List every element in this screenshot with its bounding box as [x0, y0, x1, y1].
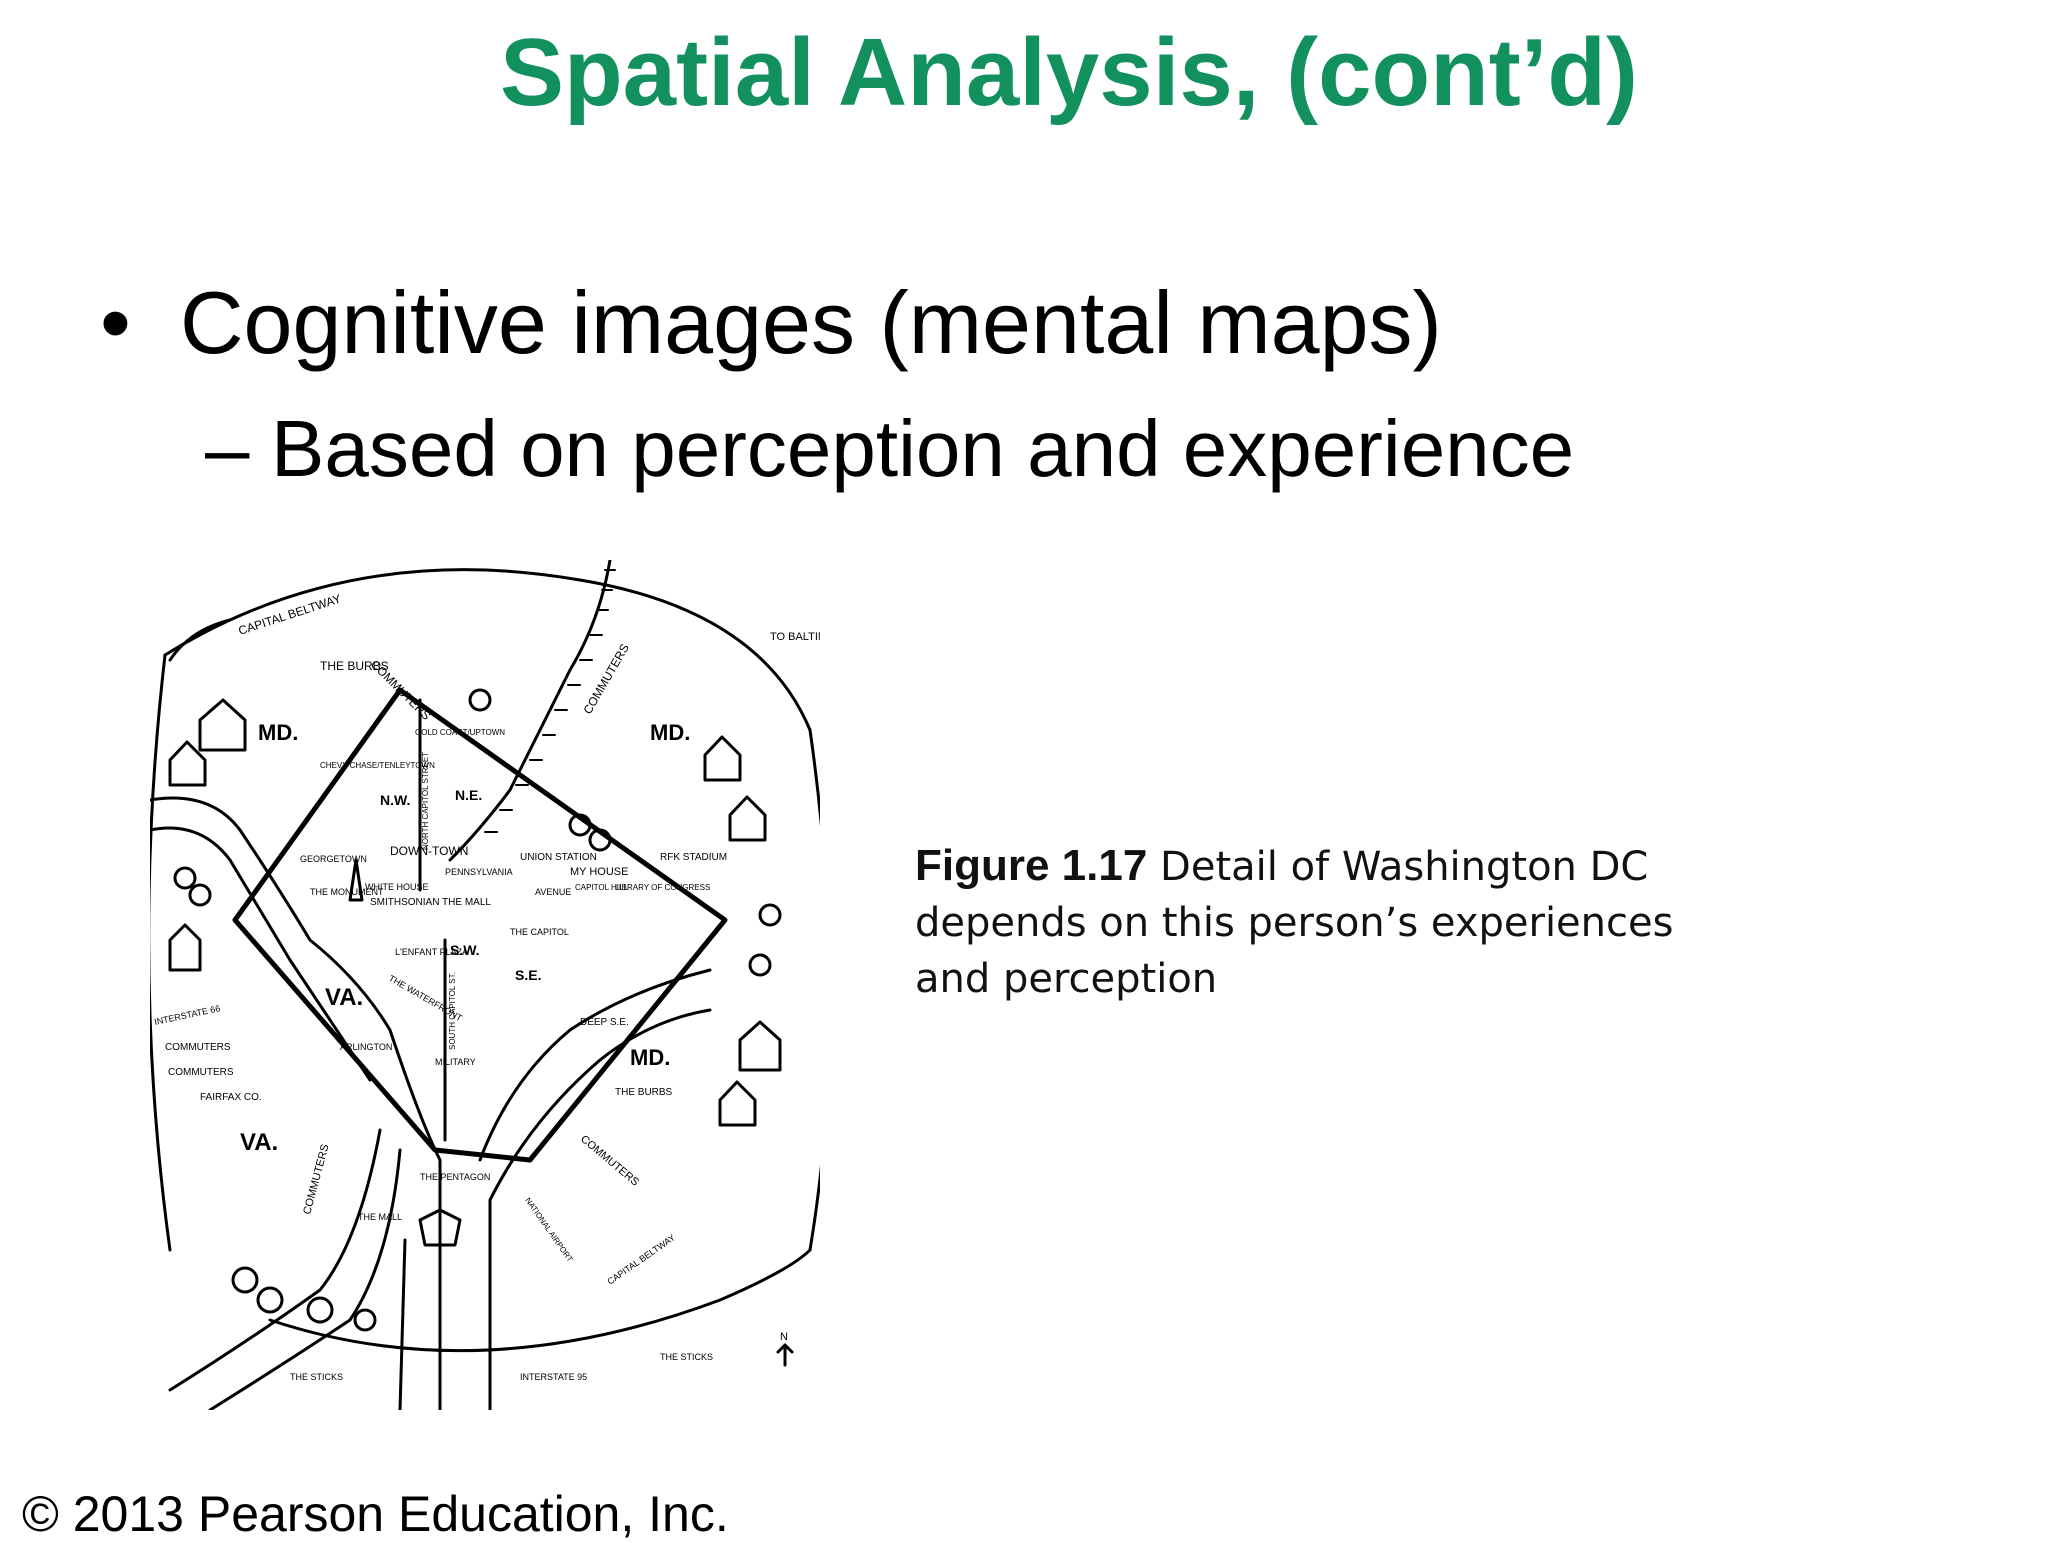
- label-lenfant-plaza: L'ENFANT PLAZA: [395, 947, 468, 957]
- label-the-pentagon: THE PENTAGON: [420, 1172, 490, 1182]
- bullet-marker: •: [100, 273, 131, 372]
- tree-icon: [468, 688, 492, 712]
- label-nw: N.W.: [380, 792, 410, 808]
- label-white-house: WHITE HOUSE: [365, 882, 429, 892]
- beltway-outer: [163, 568, 812, 732]
- house-icon: [168, 923, 202, 972]
- label-the-sticks-left: THE STICKS: [290, 1372, 343, 1382]
- figure-label: Figure 1.17: [915, 841, 1148, 890]
- label-commuters-top: COMMUTERS: [368, 657, 434, 723]
- label-pennsylvania: PENNSYLVANIA: [445, 867, 513, 877]
- tree-icon: [748, 953, 772, 977]
- label-the-sticks-right: THE STICKS: [660, 1352, 713, 1362]
- label-md-lower-right: MD.: [630, 1045, 670, 1070]
- figure-caption-text: Detail of Washington DC depends on this …: [915, 844, 1674, 1002]
- anacostia-river: [478, 968, 712, 1162]
- label-md-right: MD.: [650, 720, 690, 745]
- tree-icon: [758, 903, 782, 927]
- river-south: [398, 1238, 407, 1410]
- tree-icon: [306, 1296, 334, 1324]
- house-icon: [168, 740, 207, 787]
- railroad-ties: [484, 569, 616, 833]
- label-rfk-stadium: RFK STADIUM: [660, 852, 727, 863]
- label-va-lower: VA.: [240, 1129, 278, 1156]
- label-national-airport: NATIONAL AIRPORT: [523, 1196, 574, 1264]
- copyright-footer: © 2013 Pearson Education, Inc.: [22, 1486, 729, 1542]
- label-the-burbs-top: THE BURBS: [320, 659, 389, 673]
- label-my-house: MY HOUSE: [570, 866, 628, 878]
- label-commuters-se: COMMUTERS: [578, 1133, 641, 1189]
- tree-icon: [188, 883, 212, 907]
- label-north: N: [780, 1331, 788, 1343]
- tree-icon: [568, 813, 592, 837]
- label-the-monument: THE MONUMENT: [310, 887, 384, 897]
- label-the-capitol: THE CAPITOL: [510, 927, 569, 937]
- beltway-right: [808, 728, 820, 1252]
- tree-icon: [256, 1286, 284, 1314]
- house-icon: [728, 795, 767, 842]
- label-downtown: DOWN-TOWN: [390, 844, 468, 858]
- label-fairfax: FAIRFAX CO.: [200, 1092, 262, 1103]
- label-south-capitol: SOUTH CAPITOL ST.: [448, 972, 457, 1050]
- potomac-river-bank: [150, 826, 372, 1082]
- label-library-of-congress: LIBRARY OF CONGRESS: [615, 883, 710, 892]
- label-sw: S.W.: [450, 942, 480, 958]
- label-va-center: VA.: [325, 984, 363, 1011]
- slide-title: Spatial Analysis, (cont’d): [500, 19, 1638, 126]
- highway-left: [168, 1128, 382, 1392]
- label-interstate-95: INTERSTATE 95: [520, 1372, 587, 1382]
- label-capitol-hill: CAPITOL HILL: [575, 883, 628, 892]
- highway-right: [208, 1148, 402, 1410]
- label-north-capitol: NORTH CAPITOL STREET: [421, 752, 430, 850]
- label-the-burbs-right: THE BURBS: [615, 1087, 673, 1098]
- label-to-baltimore: TO BALTIMORE: [770, 631, 820, 643]
- house-icon: [738, 1020, 782, 1072]
- label-union-station: UNION STATION: [520, 852, 597, 863]
- label-smithsonian: SMITHSONIAN THE MALL: [370, 897, 491, 908]
- sub-bullet-item: –Based on perception and experience: [205, 403, 1574, 495]
- figure-caption: Figure 1.17 Detail of Washington DC depe…: [915, 838, 1735, 1007]
- monument-shape: [348, 858, 364, 902]
- anacostia-bank: [488, 1008, 712, 1410]
- tree-icon: [588, 828, 612, 852]
- label-gold-coast: GOLD COAST/UPTOWN: [415, 728, 505, 737]
- house-icon: [703, 735, 742, 782]
- north-arrow: [776, 1343, 794, 1367]
- label-commuters-va1: COMMUTERS: [165, 1042, 231, 1053]
- tree-icon: [173, 866, 197, 890]
- label-md-left: MD.: [258, 720, 298, 745]
- label-commuters-va2: COMMUTERS: [168, 1067, 234, 1078]
- tree-icon: [231, 1266, 259, 1294]
- label-military: MILITARY: [435, 1057, 476, 1067]
- railroad: [448, 560, 612, 862]
- label-ne: N.E.: [455, 787, 482, 803]
- house-icon: [198, 698, 247, 752]
- mental-map-drawing: CAPITAL BELTWAY THE BURBS COMMUTERS COMM…: [150, 560, 820, 1410]
- label-deep-se: DEEP S.E.: [580, 1017, 629, 1028]
- potomac-river: [150, 796, 442, 1410]
- label-commuters-rail: COMMUTERS: [580, 641, 631, 716]
- tree-icon: [353, 1308, 377, 1332]
- sub-bullet-marker: –: [205, 404, 250, 493]
- label-commuters-sw: COMMUTERS: [301, 1143, 331, 1216]
- house-icon: [718, 1080, 757, 1127]
- label-capital-beltway-top: CAPITAL BELTWAY: [237, 591, 343, 637]
- label-se: S.E.: [515, 967, 541, 983]
- label-the-mall-va: THE MALL: [358, 1212, 402, 1222]
- sub-bullet-text: Based on perception and experience: [271, 404, 1575, 493]
- beltway-left: [150, 653, 172, 1252]
- label-arlington: ARLINGTON: [340, 1042, 392, 1052]
- pentagon-shape: [418, 1208, 462, 1247]
- label-capital-beltway-bottom: CAPITAL BELTWAY: [605, 1232, 677, 1286]
- beltway-inner-top: [168, 618, 232, 662]
- bullet-item: • Cognitive images (mental maps): [100, 272, 1442, 374]
- label-chevy-chase: CHEVY CHASE/TENLEYTOWN: [320, 761, 435, 770]
- label-interstate-66: INTERSTATE 66: [153, 1003, 221, 1027]
- label-georgetown: GEORGETOWN: [300, 854, 367, 864]
- label-avenue: AVENUE: [535, 887, 571, 897]
- beltway-bottom: [268, 1248, 812, 1353]
- bullet-text: Cognitive images (mental maps): [180, 273, 1442, 372]
